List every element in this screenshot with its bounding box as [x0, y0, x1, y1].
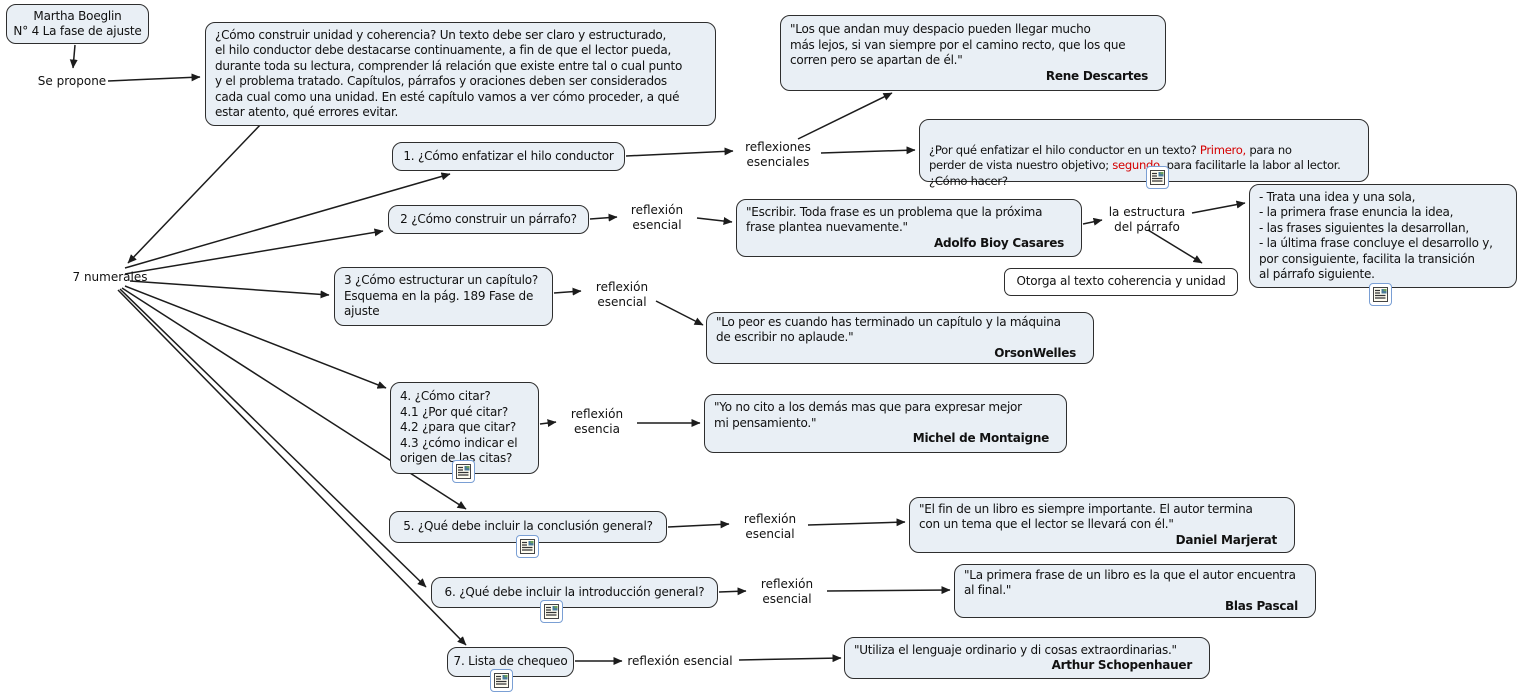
quote-pascal-node[interactable]: "La primera frase de un libro es la que … — [954, 564, 1316, 618]
quote-orson-welles-node[interactable]: "Lo peor es cuando has terminado un capí… — [706, 312, 1094, 364]
link-label-reflexion-esencial-6[interactable]: reflexión esencial — [760, 577, 814, 606]
edge-reflexion-pascal — [826, 586, 951, 595]
link-label-estructura-parrafo[interactable]: la estructura del párrafo — [1108, 205, 1186, 234]
quote-text: "Utiliza el lenguaje ordinario y di cosa… — [854, 642, 1177, 657]
note-resource-icon[interactable] — [452, 460, 475, 483]
edge-sepropone-intro — [107, 73, 201, 82]
quote-marjerat-node[interactable]: "El fin de un libro es siempre important… — [909, 497, 1295, 553]
link-label-se-propone[interactable]: Se propone — [37, 74, 107, 88]
concept-q5-conclusion[interactable]: 5. ¿Qué debe incluir la conclusión gener… — [389, 511, 667, 543]
link-label-reflexion-esencial-5[interactable]: reflexión esencial — [743, 512, 797, 541]
edge-reflexiones-hilo — [820, 146, 916, 155]
document-icon — [544, 604, 559, 619]
hub-label-7-numerales[interactable]: 7 numerales — [72, 270, 148, 284]
quote-schopenhauer-node[interactable]: "Utiliza el lenguaje ordinario y di cosa… — [844, 637, 1210, 679]
link-label-reflexion-esencial-3[interactable]: reflexión esencial — [595, 280, 649, 309]
edge-q6-reflexion — [718, 587, 747, 596]
quote-bioy-casares-node[interactable]: "Escribir. Toda frase es un problema que… — [736, 199, 1082, 257]
concept-q1-hilo-conductor[interactable]: 1. ¿Cómo enfatizar el hilo conductor — [392, 142, 625, 171]
concept-q2-parrafo[interactable]: 2 ¿Cómo construir un párrafo? — [388, 205, 589, 234]
link-label-reflexiones-esenciales[interactable]: reflexiones esenciales — [745, 140, 811, 169]
note-hilo-conductor-node[interactable]: ¿Por qué enfatizar el hilo conductor en … — [919, 119, 1369, 188]
quote-author: Michel de Montaigne — [912, 431, 1050, 446]
note-resource-icon[interactable] — [490, 669, 513, 692]
concept-q3-capitulo[interactable]: 3 ¿Cómo estructurar un capítulo? Esquema… — [334, 267, 553, 326]
quote-author: OrsonWelles — [994, 345, 1076, 360]
quote-author: Adolfo Bioy Casares — [934, 235, 1064, 250]
quote-descartes-node[interactable]: "Los que andan muy despacio pueden llega… — [780, 15, 1166, 91]
edge-reflexiones-descartes — [797, 92, 893, 140]
concept-q6-introduccion[interactable]: 6. ¿Qué debe incluir la introducción gen… — [431, 577, 718, 608]
quote-montaigne-node[interactable]: "Yo no cito a los demás mas que para exp… — [704, 394, 1067, 453]
edge-title-sepropone — [69, 44, 78, 69]
quote-author: Daniel Marjerat — [1175, 532, 1278, 547]
note-resource-icon[interactable] — [1369, 283, 1392, 306]
edge-q5-reflexion — [667, 520, 730, 529]
edge-reflexion-bioy — [696, 217, 733, 226]
document-icon — [520, 539, 535, 554]
quote-author: Blas Pascal — [1225, 598, 1298, 613]
link-label-reflexion-esencia-4[interactable]: reflexión esencia — [570, 407, 624, 436]
edge-q4-reflexion — [539, 419, 557, 428]
edge-numerales-q6 — [119, 288, 427, 588]
edge-reflexion-orson — [655, 300, 704, 326]
edge-numerales-q3 — [129, 280, 330, 299]
note-text-part1: ¿Por qué enfatizar el hilo conductor en … — [929, 142, 1200, 157]
link-label-reflexion-esencial-2[interactable]: reflexión esencial — [630, 203, 684, 232]
note-text-part2: para no perder de vista nuestro objetivo… — [929, 142, 1292, 173]
edge-q2-reflexion — [589, 213, 618, 222]
document-icon — [1150, 170, 1165, 185]
concept-estructura-lista-node[interactable]: - Trata una idea y una sola, - la primer… — [1249, 184, 1517, 288]
edge-reflexion-marjerat — [807, 518, 906, 527]
note-resource-icon[interactable] — [516, 535, 539, 558]
document-icon — [494, 673, 509, 688]
edge-estructura-lista — [1191, 200, 1246, 214]
document-icon — [1373, 287, 1388, 302]
map-title-node[interactable]: Martha Boeglin N° 4 La fase de ajuste — [6, 4, 149, 44]
quote-text: "Yo no cito a los demás mas que para exp… — [714, 400, 1022, 430]
note-resource-icon[interactable] — [1146, 166, 1169, 189]
quote-author: Rene Descartes — [1045, 68, 1148, 83]
note-resource-icon[interactable] — [540, 600, 563, 623]
quote-author: Arthur Schopenhauer — [1051, 658, 1193, 672]
quote-text: "Los que andan muy despacio pueden llega… — [790, 22, 1126, 67]
quote-text: "La primera frase de un libro es la que … — [964, 567, 1296, 598]
intro-paragraph-node[interactable]: ¿Cómo construir unidad y coherencia? Un … — [205, 22, 716, 126]
link-label-reflexion-esencial-7[interactable]: reflexión esencial — [627, 654, 733, 668]
edge-bioy-estructura — [1082, 217, 1103, 226]
note-red-primero: Primero, — [1199, 142, 1246, 157]
concept-otorga-coherencia-node[interactable]: Otorga al texto coherencia y unidad — [1004, 268, 1238, 296]
quote-text: "Escribir. Toda frase es un problema que… — [746, 204, 1043, 235]
note-text-part3: para facilitarle la labor al lector. ¿Có… — [929, 158, 1341, 188]
edge-q3-reflexion — [553, 287, 582, 296]
quote-text: "Lo peor es cuando has terminado un capí… — [716, 314, 1061, 345]
edge-intro-numerales — [127, 122, 263, 264]
edge-q1-reflexiones — [625, 147, 734, 157]
document-icon — [456, 464, 471, 479]
edge-reflexion-schopenhauer — [738, 654, 842, 663]
quote-text: "El fin de un libro es siempre important… — [919, 501, 1253, 532]
